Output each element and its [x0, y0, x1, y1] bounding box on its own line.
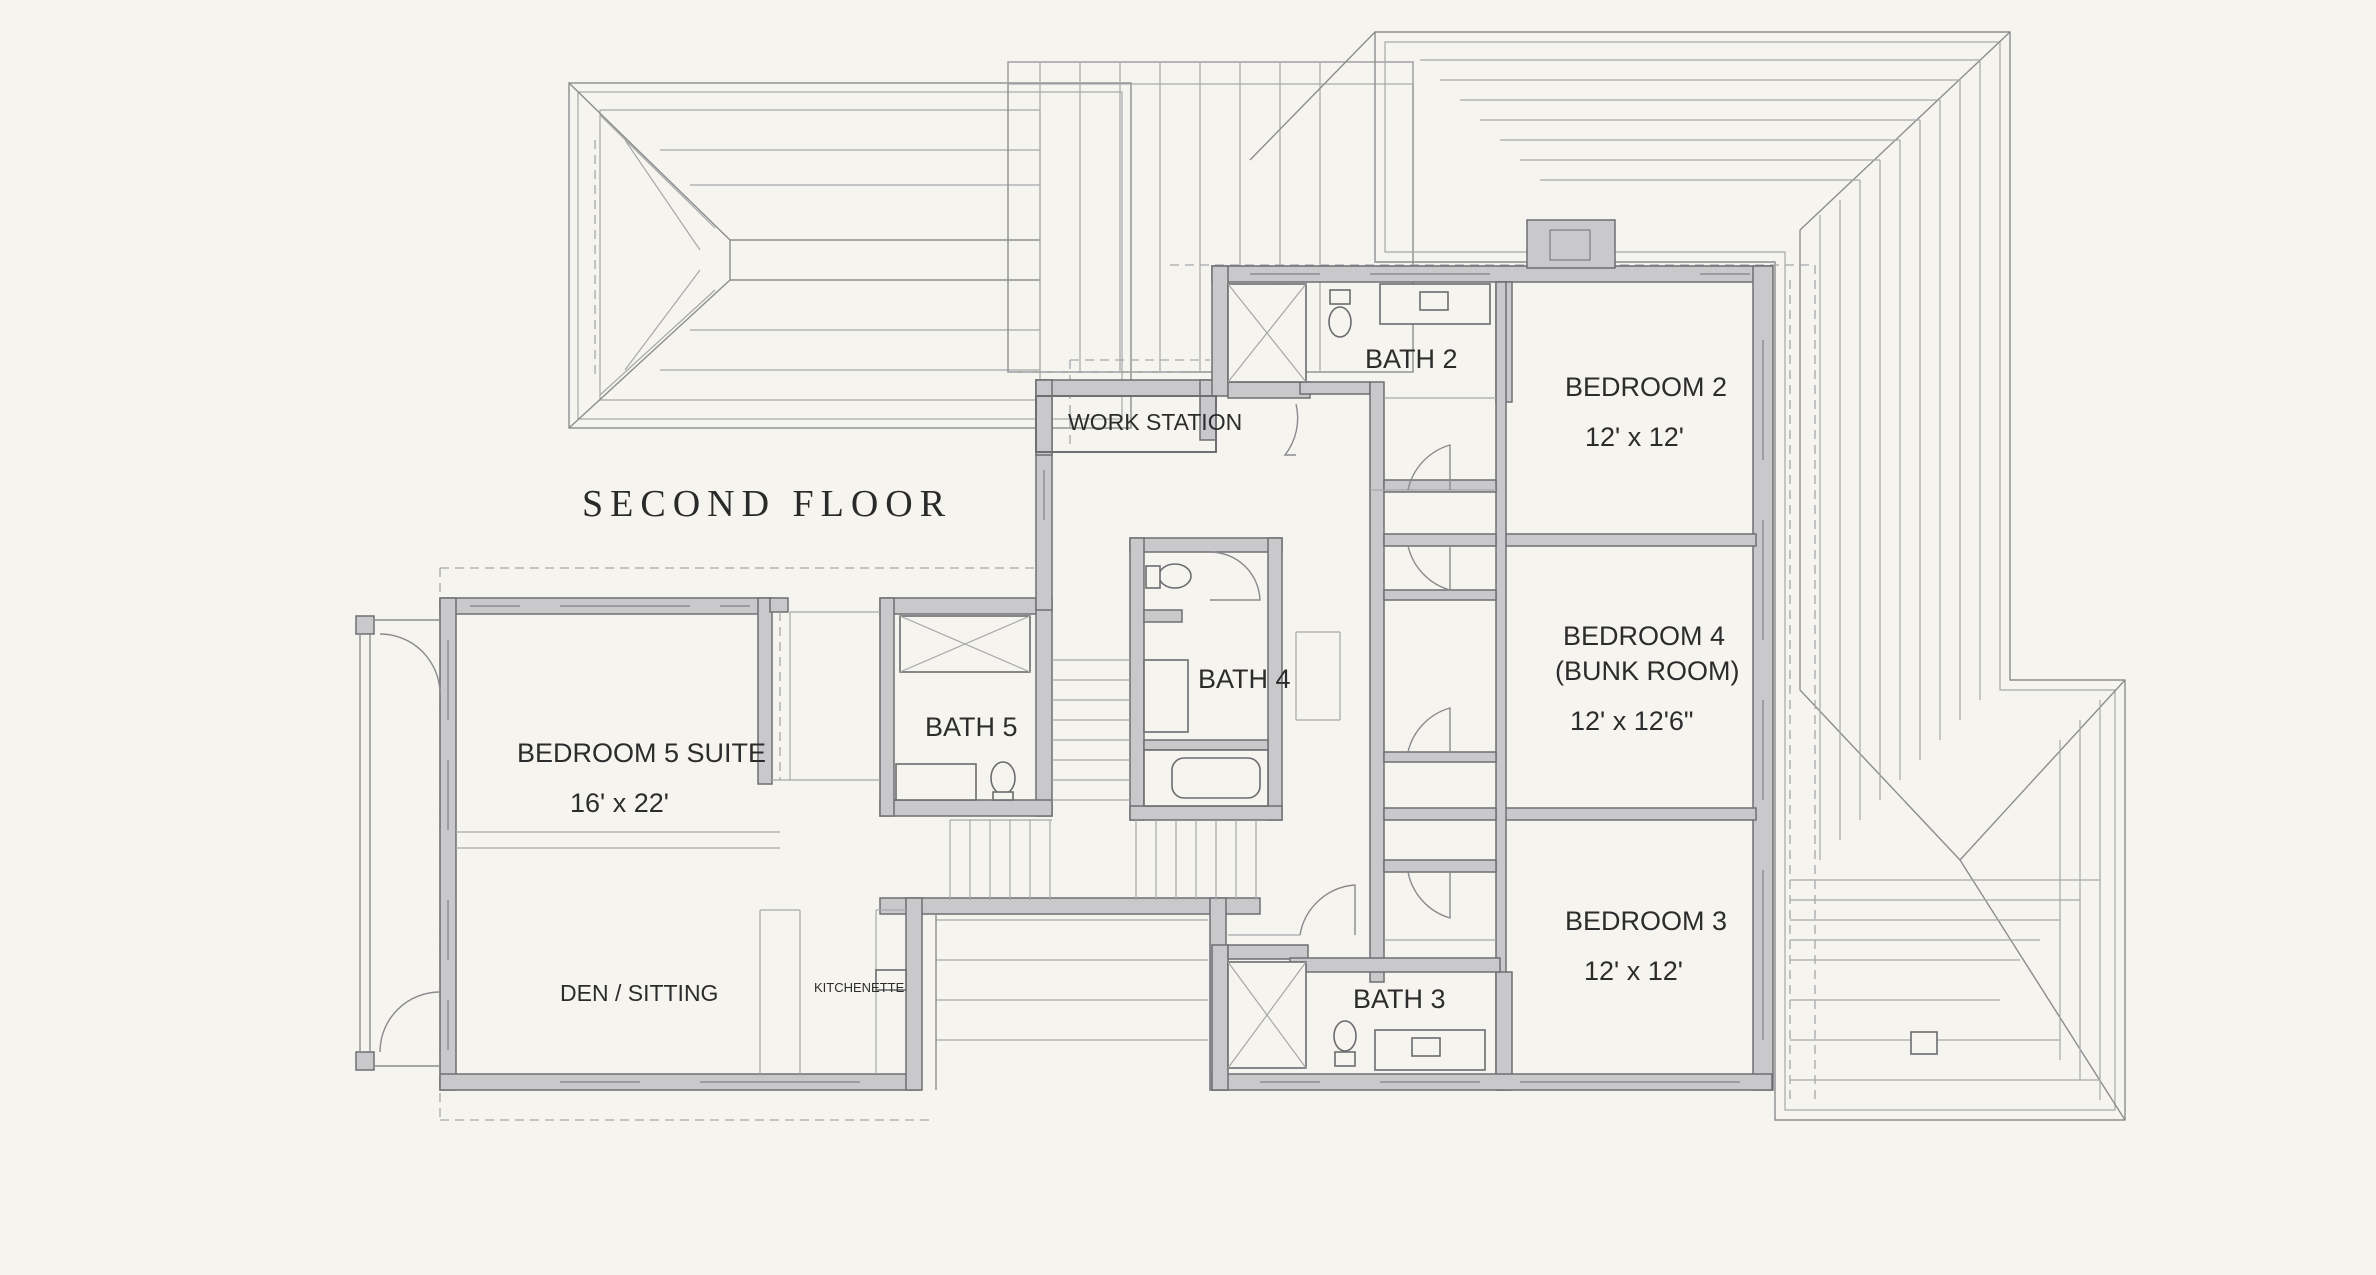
interior-partitions: [456, 397, 1496, 1074]
roof-right: [1249, 31, 2126, 1121]
room-label-bedroom3: BEDROOM 3: [1565, 906, 1727, 936]
room-label-den: DEN / SITTING: [560, 980, 718, 1006]
stairs: [935, 659, 1257, 1090]
room-label-kitchenette: KITCHENETTE: [814, 980, 905, 995]
room-label-bath3: BATH 3: [1353, 984, 1446, 1014]
room-label-bedroom4-sub: (BUNK ROOM): [1555, 656, 1740, 686]
roof-center: [1007, 61, 1414, 373]
floor-title: SECOND FLOOR: [582, 483, 952, 525]
roof-left: [568, 82, 1132, 429]
room-label-bedroom2: BEDROOM 2: [1565, 372, 1727, 402]
room-size-bedroom2: 12' x 12': [1585, 422, 1684, 452]
room-label-bedroom5: BEDROOM 5 SUITE: [517, 738, 766, 768]
windows: [447, 273, 1764, 1083]
room-label-bath5: BATH 5: [925, 712, 1018, 742]
walls: [355, 219, 1774, 1091]
room-size-bedroom4: 12' x 12'6": [1570, 706, 1693, 736]
room-label-work-station: WORK STATION: [1068, 409, 1242, 435]
room-label-bedroom4: BEDROOM 4: [1563, 621, 1725, 651]
fixtures: [875, 229, 1591, 1071]
room-label-bath2: BATH 2: [1365, 344, 1458, 374]
room-size-bedroom3: 12' x 12': [1584, 956, 1683, 986]
room-size-bedroom5: 16' x 22': [570, 788, 669, 818]
room-label-bath4: BATH 4: [1198, 664, 1291, 694]
doors: [379, 403, 1451, 1053]
